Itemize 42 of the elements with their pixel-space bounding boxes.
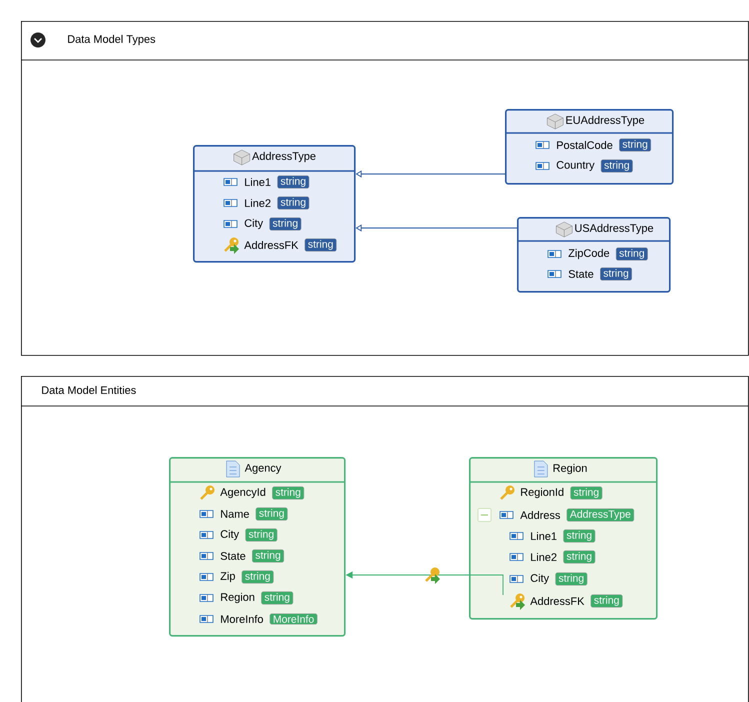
field-name: City xyxy=(220,530,240,540)
type-badge: string xyxy=(616,247,648,261)
type-badge: string xyxy=(600,267,632,281)
field-name: PostalCode xyxy=(557,140,612,150)
type-badge: string xyxy=(555,572,588,586)
type-badge: string xyxy=(261,591,294,605)
field-name: City xyxy=(244,218,264,230)
type-badge: string xyxy=(590,594,623,608)
type-badge: string xyxy=(277,196,310,210)
type-badge: string xyxy=(252,549,284,563)
type-badge: string xyxy=(277,175,310,189)
field-name: AddressFK xyxy=(244,240,298,250)
field-name: Region xyxy=(221,592,254,604)
field-name: ZipCode xyxy=(568,248,610,260)
field-name: Line1 xyxy=(245,178,270,186)
field-name: AgencyId xyxy=(220,488,266,498)
type-badge: string xyxy=(304,238,337,252)
field-name: Address xyxy=(520,510,560,520)
type-badge: string xyxy=(570,486,602,500)
type-badge: string xyxy=(600,159,633,173)
field-name: AddressFK xyxy=(530,596,584,606)
field-name: MoreInfo xyxy=(221,614,263,624)
field-name: Line2 xyxy=(245,198,270,208)
type-badge: string xyxy=(245,528,278,542)
field-name: Line2 xyxy=(531,552,556,562)
field-name: Zip xyxy=(220,572,235,582)
type-badge: string xyxy=(563,529,596,543)
type-badge: string xyxy=(272,486,304,500)
field-name: State xyxy=(220,552,246,560)
field-name: City xyxy=(530,574,550,584)
type-badge: string xyxy=(242,570,274,584)
type-badge: string xyxy=(269,217,302,231)
field-name: State xyxy=(568,270,594,278)
type-badge: string xyxy=(256,507,288,521)
type-badge: MoreInfo xyxy=(270,613,318,625)
field-name: RegionId xyxy=(521,488,564,498)
type-badge: AddressType xyxy=(566,508,634,522)
type-badge: string xyxy=(619,138,652,152)
type-badge: string xyxy=(563,550,596,564)
field-name: Name xyxy=(221,510,249,518)
field-name: Line1 xyxy=(531,532,556,540)
field-name: Country xyxy=(556,161,595,171)
